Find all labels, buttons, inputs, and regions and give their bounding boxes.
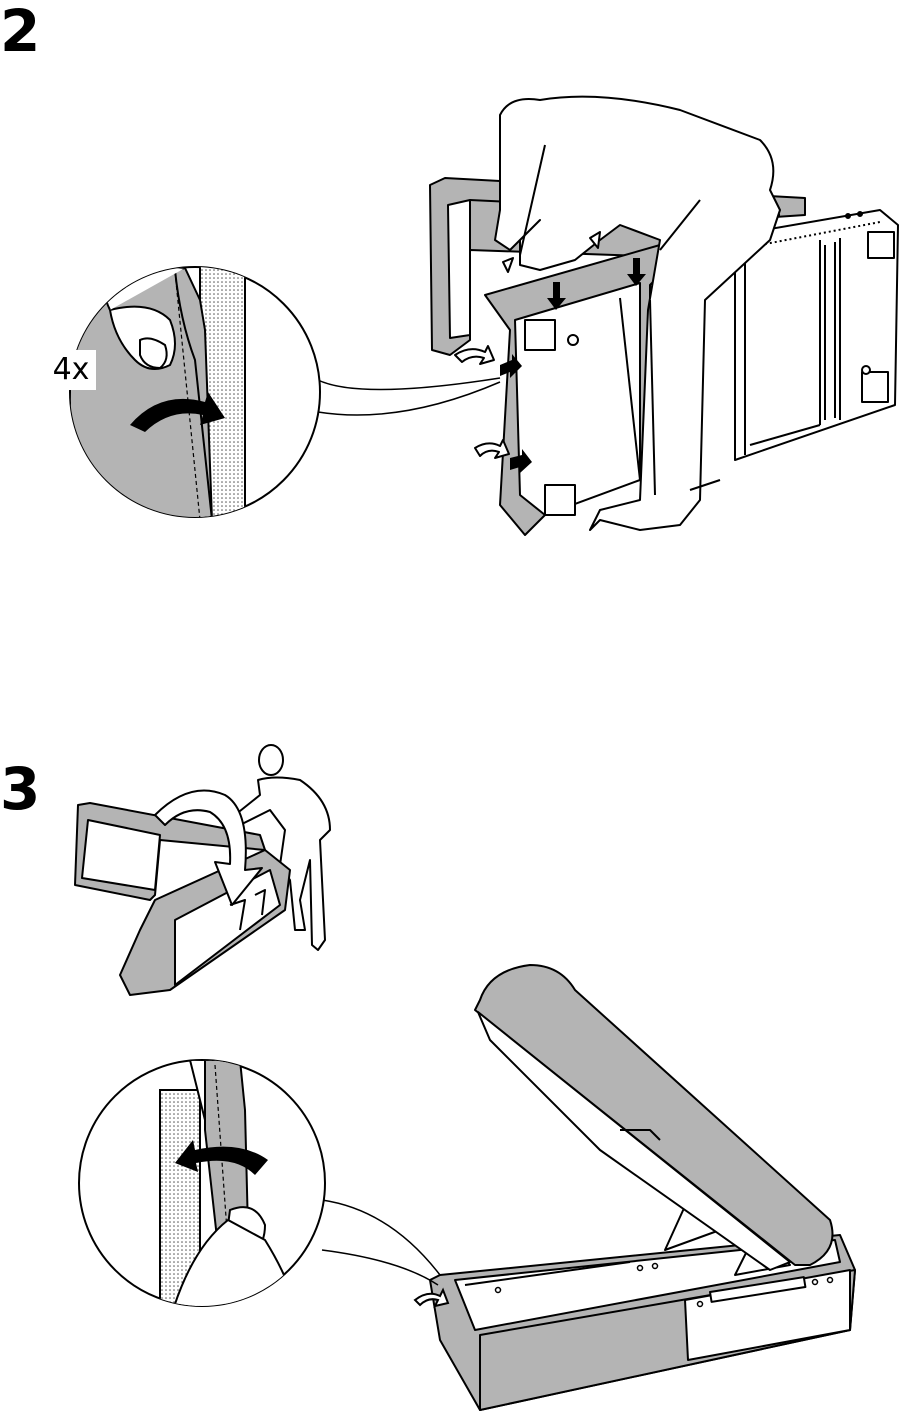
- upholstered-frame: [485, 245, 665, 535]
- quantity-label: 4x: [46, 350, 96, 390]
- step2-illustration: [318, 97, 898, 535]
- storage-bed: [430, 965, 855, 1410]
- tilting-frame: [75, 803, 290, 995]
- detail-magnifier-step3: [79, 1060, 325, 1320]
- callout-line: [322, 1200, 440, 1285]
- detail-magnifier-step2: [70, 260, 320, 530]
- step3-overview: [75, 745, 330, 995]
